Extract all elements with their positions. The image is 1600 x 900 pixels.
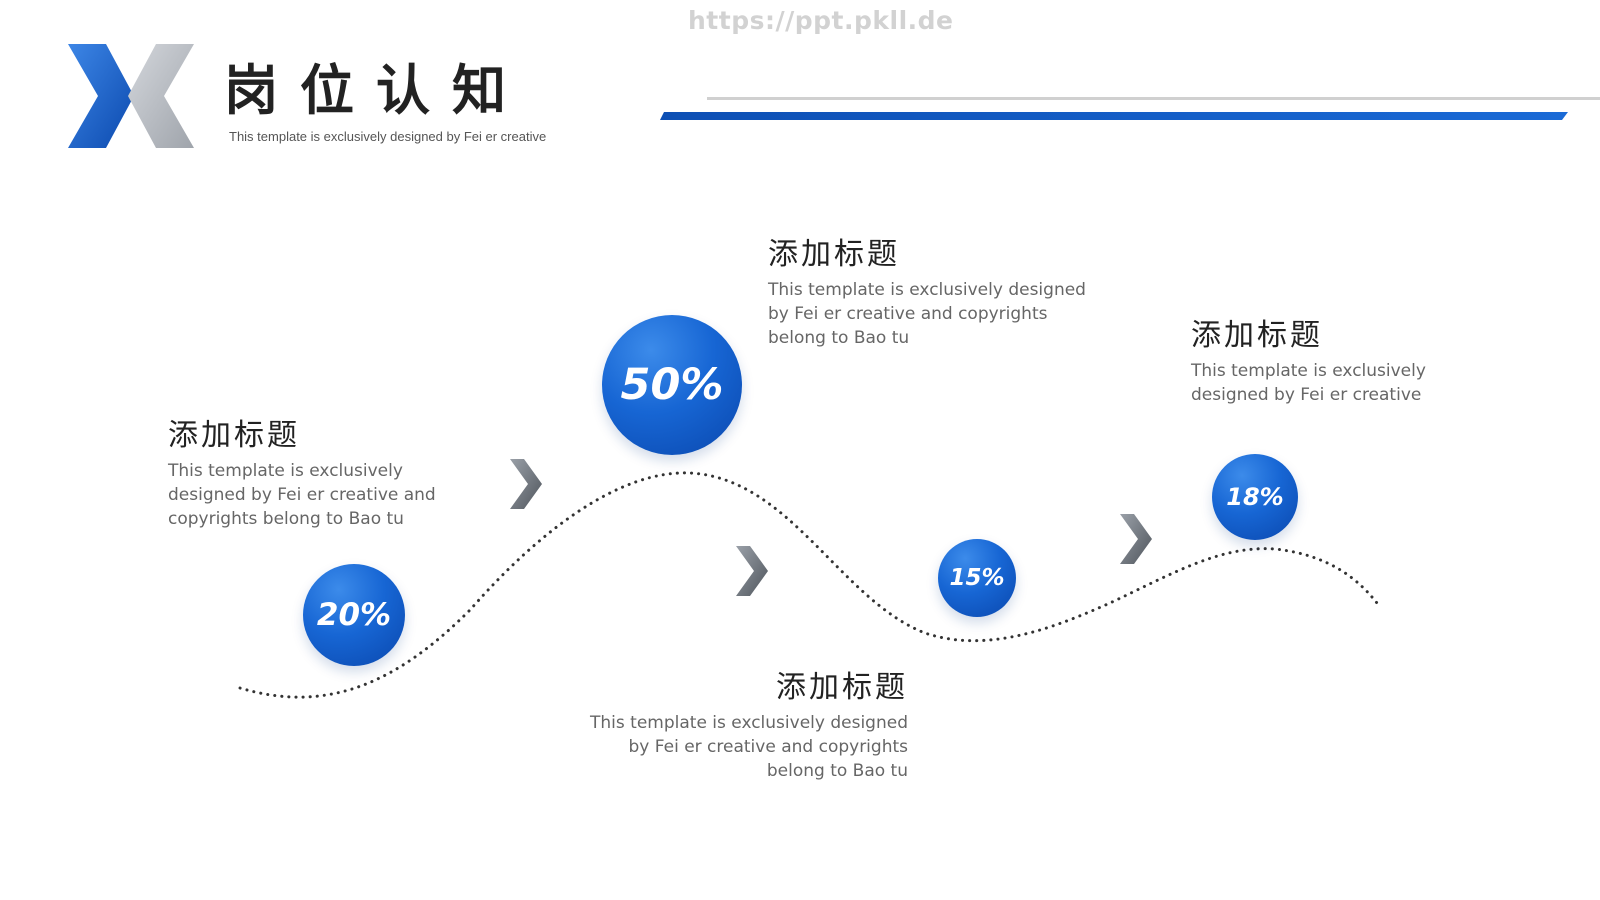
chevron-right-icon	[736, 546, 768, 596]
desc-line: belong to Bao tu	[768, 328, 910, 348]
text-block-3: 添加标题 This template is exclusively design…	[560, 673, 908, 783]
percent-circle-2: 50%	[602, 315, 742, 455]
text-block-2: 添加标题 This template is exclusively design…	[768, 240, 1086, 350]
percent-circle-4: 18%	[1212, 454, 1298, 540]
block-title: 添加标题	[768, 237, 900, 272]
chevron-right-icon	[510, 459, 542, 509]
block-description: This template is exclusively designed by…	[1191, 359, 1426, 407]
block-title: 添加标题	[168, 418, 300, 453]
block-description: This template is exclusively designed by…	[168, 459, 436, 531]
desc-line: This template is exclusively designed	[590, 713, 908, 733]
desc-line: This template is exclusively	[168, 461, 403, 481]
desc-line: designed by Fei er creative	[1191, 385, 1422, 405]
desc-line: designed by Fei er creative and	[168, 485, 436, 505]
text-block-4: 添加标题 This template is exclusively design…	[1191, 321, 1426, 407]
desc-line: by Fei er creative and copyrights	[628, 737, 908, 757]
text-block-1: 添加标题 This template is exclusively design…	[168, 421, 436, 531]
block-title: 添加标题	[776, 670, 908, 705]
block-description: This template is exclusively designed by…	[768, 278, 1086, 350]
page-title: 岗位认知	[224, 59, 528, 122]
chevron-right-icon	[1120, 514, 1152, 564]
desc-line: by Fei er creative and copyrights	[768, 304, 1048, 324]
desc-line: This template is exclusively	[1191, 361, 1426, 381]
header-rule	[660, 97, 1600, 120]
percent-circle-3: 15%	[938, 539, 1016, 617]
block-description: This template is exclusively designed by…	[560, 711, 908, 783]
watermark-url: https://ppt.pkll.de	[688, 6, 954, 35]
desc-line: copyrights belong to Bao tu	[168, 509, 404, 529]
percent-circle-1: 20%	[303, 564, 405, 666]
desc-line: belong to Bao tu	[766, 761, 908, 781]
page-subtitle: This template is exclusively designed by…	[229, 129, 547, 144]
block-title: 添加标题	[1191, 318, 1323, 353]
x-logo-icon	[68, 44, 194, 148]
desc-line: This template is exclusively designed	[768, 280, 1086, 300]
